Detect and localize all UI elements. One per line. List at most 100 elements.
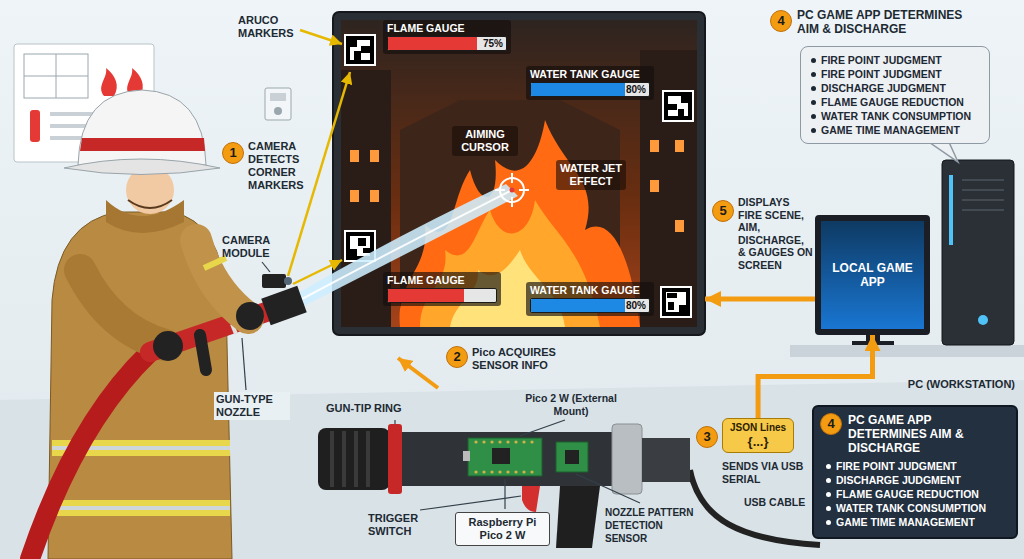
gun-tip-ring bbox=[388, 424, 402, 494]
water-jet bbox=[300, 184, 518, 306]
gauge-value: 75% bbox=[483, 37, 503, 50]
pico-chip bbox=[492, 448, 510, 464]
building-window bbox=[370, 190, 379, 202]
trigger-switch bbox=[522, 486, 540, 512]
chin-strap bbox=[128, 200, 172, 208]
gauge-fill bbox=[388, 37, 477, 50]
pattern-sensor bbox=[556, 442, 588, 472]
leader-line bbox=[300, 30, 342, 44]
screen-caption: AIMING CURSOR bbox=[452, 126, 518, 156]
pc-vent bbox=[962, 179, 1004, 181]
aim-cursor bbox=[510, 188, 515, 193]
pico-pin bbox=[498, 440, 501, 443]
step-caption: PC GAME APP DETERMINES AIM & DISCHARGE bbox=[797, 8, 982, 36]
gauge-title: FLAME GAUGE bbox=[387, 22, 507, 35]
gauge-value: 80% bbox=[626, 83, 646, 96]
wall-poster bbox=[101, 68, 117, 96]
part-label: NOZZLE PATTERN DETECTION SENSOR bbox=[605, 506, 697, 545]
pico-pin bbox=[522, 440, 525, 443]
aim-cursor bbox=[495, 173, 529, 207]
gauge-value: 80% bbox=[626, 299, 646, 312]
part-label: USB CABLE bbox=[744, 496, 814, 509]
wall-panel bbox=[265, 88, 291, 120]
leader-line bbox=[520, 420, 565, 436]
step-caption: Pico ACQUIRES SENSOR INFO bbox=[472, 346, 572, 372]
leader-line bbox=[288, 72, 350, 276]
part-label: Pico 2 W (External Mount) bbox=[516, 392, 626, 418]
aruco-marker bbox=[668, 104, 677, 110]
aruco-marker bbox=[354, 51, 361, 60]
building-window bbox=[675, 220, 684, 232]
function-item: FLAME GAUGE REDUCTION bbox=[809, 95, 981, 109]
box-heading: PC GAME APP DETERMINES AIM & DISCHARGE bbox=[824, 413, 1006, 455]
pico-pin bbox=[514, 440, 517, 443]
part-label: ARUCO MARKERS bbox=[238, 14, 308, 40]
callout-number: 4 bbox=[770, 10, 792, 32]
step-caption: DISPLAYS FIRE SCENE, AIM, DISCHARGE, & G… bbox=[738, 196, 814, 271]
aruco-marker bbox=[344, 34, 376, 66]
nozzle-barrel bbox=[402, 432, 614, 486]
aruco-marker bbox=[660, 286, 692, 318]
aruco-marker bbox=[668, 96, 688, 116]
aruco-marker bbox=[679, 305, 686, 312]
desk bbox=[790, 345, 1024, 357]
gauge-bar: 80% bbox=[530, 82, 650, 97]
workstation bbox=[790, 140, 1024, 357]
tip-ridge bbox=[332, 431, 368, 487]
wall-poster bbox=[56, 54, 57, 98]
tip-ridge bbox=[366, 431, 370, 487]
game-screen: FLAME GAUGE 75% WATER TANK GAUGE80% FLAME G… bbox=[333, 12, 705, 335]
pico-pin bbox=[474, 440, 477, 443]
gauge-fill bbox=[531, 83, 625, 96]
pc-monitor: LOCAL GAME APP bbox=[815, 215, 930, 335]
pc-vent bbox=[962, 209, 1004, 211]
gauge-bar: 80% bbox=[530, 298, 650, 313]
aruco-marker bbox=[350, 40, 357, 47]
usb-port bbox=[463, 451, 470, 461]
app-function-box: PC GAME APP DETERMINES AIM & DISCHARGE FI… bbox=[812, 405, 1018, 539]
pico-pin bbox=[490, 470, 493, 473]
callout-number: 5 bbox=[712, 200, 734, 222]
gauge-fill bbox=[531, 299, 625, 312]
gauge-bar bbox=[387, 288, 497, 303]
fire-scene bbox=[341, 20, 697, 327]
pc-tower bbox=[942, 160, 1014, 345]
part-label: CAMERA MODULE bbox=[222, 234, 288, 260]
aruco-marker bbox=[662, 288, 690, 316]
pico-pin bbox=[482, 440, 485, 443]
aruco-marker bbox=[678, 109, 684, 116]
reflective-stripe bbox=[204, 258, 226, 268]
function-item: FLAME GAUGE REDUCTION bbox=[824, 487, 1006, 501]
water-jet bbox=[300, 184, 518, 306]
building-window bbox=[650, 140, 659, 152]
pico-pin bbox=[506, 440, 509, 443]
leader-line bbox=[504, 479, 505, 509]
pico-board bbox=[468, 438, 542, 476]
function-item: WATER TANK CONSUMPTION bbox=[824, 501, 1006, 515]
tip-ridge bbox=[354, 431, 358, 487]
water-tank-gauge: WATER TANK GAUGE80% bbox=[526, 282, 654, 316]
nozzle-grip bbox=[556, 486, 600, 548]
pico-pin bbox=[514, 470, 517, 473]
flame-gauge: FLAME GAUGE bbox=[383, 272, 501, 306]
function-item: FIRE POINT JUDGMENT bbox=[824, 459, 1006, 473]
pico-label-box: Raspberry Pi Pico 2 W bbox=[455, 512, 550, 546]
aruco-marker bbox=[358, 238, 366, 246]
aim-cursor bbox=[495, 189, 505, 191]
part-label: PC (WORKSTATION) bbox=[895, 378, 1015, 391]
nozzle-rear bbox=[642, 438, 690, 482]
node-text: Raspberry Pi Pico 2 W bbox=[460, 516, 545, 542]
app-function-bubble: FIRE POINT JUDGMENTFIRE POINT JUDGMENTDI… bbox=[800, 46, 990, 144]
camera-module bbox=[262, 274, 286, 288]
reflective-stripe bbox=[52, 500, 230, 516]
leader-line bbox=[242, 30, 438, 390]
leader-line bbox=[242, 338, 246, 390]
aruco-marker bbox=[350, 40, 370, 60]
part-label: GUN-TYPE NOZZLE bbox=[214, 392, 290, 420]
wall-poster bbox=[24, 54, 88, 98]
screen-caption: WATER JET EFFECT bbox=[556, 160, 626, 190]
helmet-brim bbox=[64, 159, 220, 175]
power-button bbox=[978, 315, 988, 325]
